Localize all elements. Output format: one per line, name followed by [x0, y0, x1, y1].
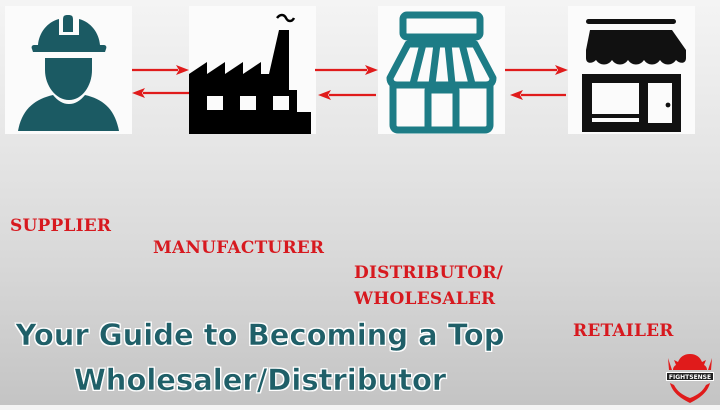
page-title-line1: Your Guide to Becoming a Top: [15, 318, 505, 353]
arrow-supplier-to-manufacturer: [132, 65, 189, 75]
retailer-label: RETAILER: [573, 321, 674, 341]
arrow-distributor-to-retailer: [505, 65, 568, 75]
distributor-label-line2: WHOLESALER: [354, 289, 496, 309]
arrow-retailer-to-distributor: [510, 90, 566, 100]
manufacturer-node: [189, 6, 316, 134]
supplier-label: SUPPLIER: [10, 216, 112, 236]
factory-icon: [189, 13, 311, 134]
dragon-shield-icon: [668, 354, 712, 403]
fightsense-logo: FIGHTSENSE: [664, 350, 716, 405]
logo-text: FIGHTSENSE: [666, 372, 714, 381]
arrow-distributor-to-manufacturer: [318, 90, 376, 100]
construction-worker-icon: [18, 15, 119, 131]
distributor-node: [378, 6, 505, 134]
retailer-node: [568, 6, 695, 134]
manufacturer-label: MANUFACTURER: [153, 238, 325, 258]
storefront-outline-icon: [386, 11, 497, 134]
arrow-manufacturer-to-supplier: [132, 88, 189, 98]
supplier-node: [5, 6, 132, 134]
retail-shop-icon: [582, 19, 686, 132]
arrow-manufacturer-to-distributor: [315, 65, 378, 75]
distributor-label-line1: DISTRIBUTOR/: [354, 263, 504, 283]
page-title-line2: Wholesaler/Distributor: [73, 363, 447, 398]
